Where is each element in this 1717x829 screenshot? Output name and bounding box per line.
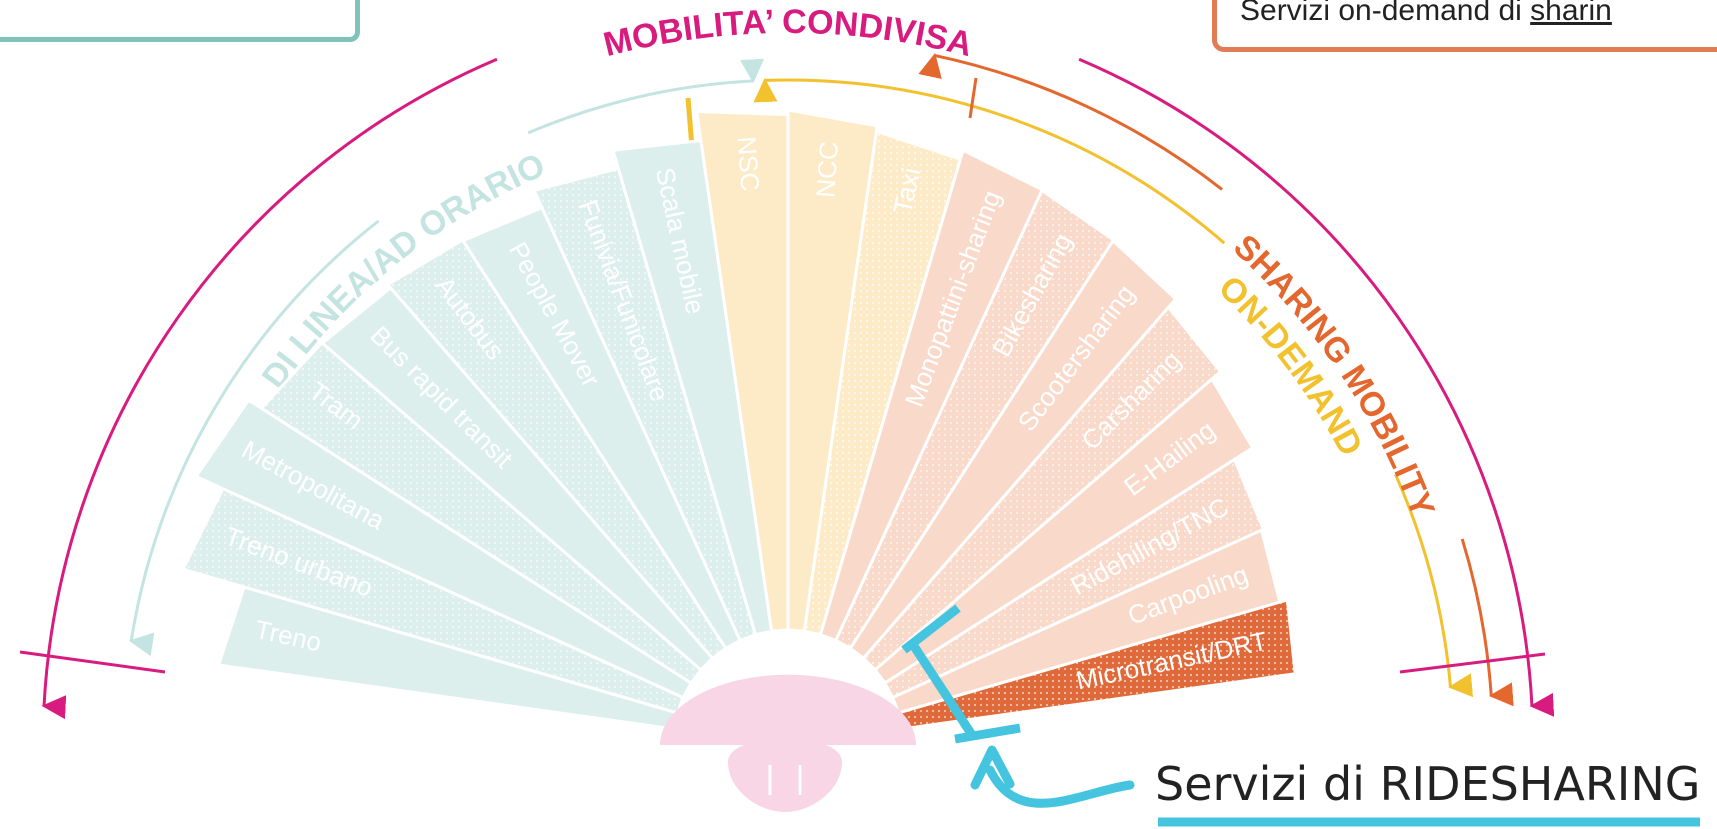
- top-right-box-text: Servizi on-demand di sharin: [1240, 0, 1612, 28]
- fan-segment-texture: [183, 488, 684, 713]
- sharing-marker: [968, 77, 978, 119]
- fan: [180, 108, 1297, 731]
- fan-segment-texture: [534, 168, 756, 641]
- fan-segment-texture: [387, 239, 726, 659]
- segment-label: NCC: [810, 140, 844, 198]
- segment-label: NSC: [732, 135, 766, 192]
- fan-handle: [728, 739, 842, 812]
- sharing-arc-top: [918, 53, 1223, 191]
- baseline-tick: [1399, 652, 1546, 674]
- mobilita-label: MOBILITA’ CONDIVISA: [600, 3, 976, 64]
- fan-segment: [786, 108, 879, 633]
- top-left-box: [0, 0, 360, 42]
- linea-arc-left: [128, 219, 380, 657]
- mobilita-arc-right: [1078, 57, 1555, 717]
- fan-hub: [660, 674, 916, 745]
- top-right-box-underlined: sharin: [1530, 0, 1612, 27]
- top-right-box-prefix: Servizi on-demand di: [1240, 0, 1531, 27]
- fan-segment-texture: [898, 599, 1296, 729]
- top-right-box: [1212, 0, 1717, 52]
- sharing-arc-right: [1460, 538, 1514, 707]
- rideshare-bracket: [901, 604, 1021, 744]
- fan-segment-texture: [261, 342, 701, 684]
- fan-segment-texture: [863, 307, 1221, 670]
- mobilita-arc-left: [41, 57, 498, 720]
- ondemand-arc-top: [753, 78, 1226, 245]
- fan-segment: [848, 238, 1178, 661]
- fan-segment-texture: [884, 459, 1264, 698]
- curved-arrow: [970, 745, 1135, 808]
- fan-segment: [873, 376, 1255, 686]
- fan-segment: [193, 398, 694, 700]
- linea-arc-right: [527, 58, 765, 135]
- fan-segment-texture: [835, 190, 1114, 649]
- ondemand-arc-right: [1394, 473, 1474, 698]
- sharing-label: SHARING MOBILITY: [1226, 227, 1442, 522]
- fan-segment-texture: [804, 131, 961, 635]
- baseline-tick: [19, 650, 166, 674]
- rideshare-label: Servizi di RIDESHARING: [1155, 757, 1700, 811]
